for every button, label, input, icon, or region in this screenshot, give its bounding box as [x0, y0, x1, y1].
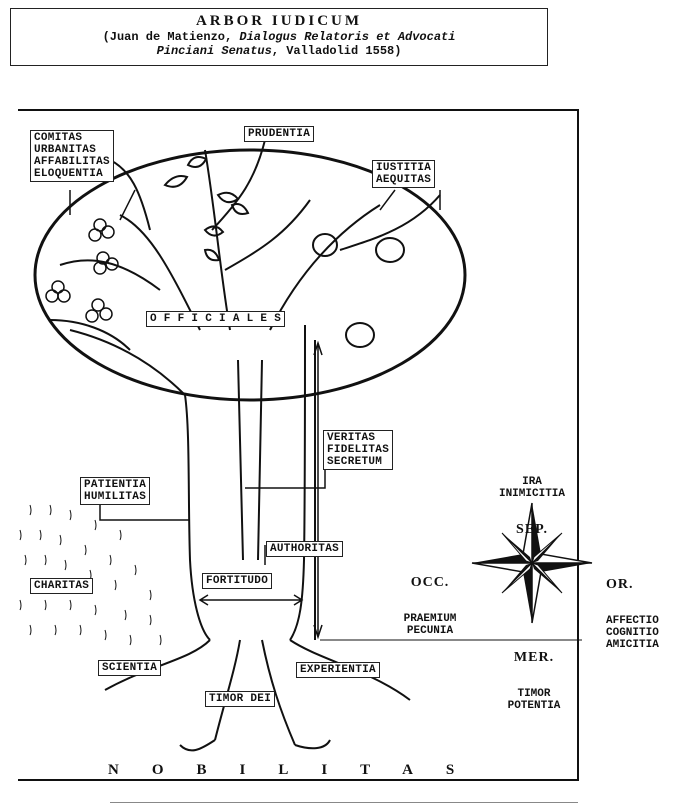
flower-cluster: [46, 219, 118, 322]
trunk-right: [290, 325, 305, 640]
label-iustitia: IUSTITIA AEQUITAS: [372, 160, 435, 188]
compass-north-cardinal: SEP.: [476, 524, 588, 536]
leaf: [205, 250, 219, 261]
compass-south: MER. TIMOR POTENTIA: [486, 628, 582, 724]
label-authoritas: AUTHORITAS: [266, 541, 343, 557]
compass-south-cardinal: MER.: [486, 652, 582, 664]
compass-east-cardinal: OR.: [606, 579, 686, 591]
label-charitas: CHARITAS: [30, 578, 93, 594]
label-timor-dei: TIMOR DEI: [205, 691, 275, 707]
compass-north-text: IRA INIMICITIA: [476, 476, 588, 500]
pointer-veritas: [245, 470, 325, 488]
pointer-comitas: [70, 190, 135, 220]
label-prudentia: PRUDENTIA: [244, 126, 314, 142]
compass-north: IRA INIMICITIA SEP.: [476, 452, 588, 548]
compass-west-cardinal: OCC.: [394, 577, 466, 589]
compass-west-text: PRAEMIUM PECUNIA: [394, 613, 466, 637]
trunk-inner: [238, 360, 262, 560]
label-comitas: COMITAS URBANITAS AFFABILITAS ELOQUENTIA: [30, 130, 114, 182]
compass-east-text: AFFECTIO COGNITIO AMICITIA: [606, 615, 686, 651]
label-veritas: VERITAS FIDELITAS SECRETUM: [323, 430, 393, 470]
branch-lower-left: [50, 320, 185, 395]
compass-west: OCC. PRAEMIUM PECUNIA: [394, 553, 466, 649]
leaf: [165, 176, 187, 187]
compass-south-text: TIMOR POTENTIA: [486, 688, 582, 712]
label-patientia: PATIENTIA HUMILITAS: [80, 477, 150, 505]
fruit: [313, 234, 337, 256]
fortitudo-arrow: [200, 595, 302, 605]
label-fortitudo: FORTITUDO: [202, 573, 272, 589]
charity-rain: [20, 505, 161, 645]
branch-center: [205, 140, 310, 330]
leaf: [188, 157, 206, 167]
fruit: [346, 323, 374, 347]
branch-right: [270, 195, 440, 330]
label-scientia: SCIENTIA: [98, 660, 161, 676]
label-experientia: EXPERIENTIA: [296, 662, 380, 678]
label-nobilitas: NOBILITAS: [108, 762, 487, 779]
label-officiales: O F F I C I A L E S: [146, 311, 285, 327]
fruit: [376, 238, 404, 262]
pointer-patientia: [100, 505, 190, 520]
compass-east: OR. AFFECTIO COGNITIO AMICITIA: [606, 555, 686, 663]
leaf: [218, 193, 238, 202]
